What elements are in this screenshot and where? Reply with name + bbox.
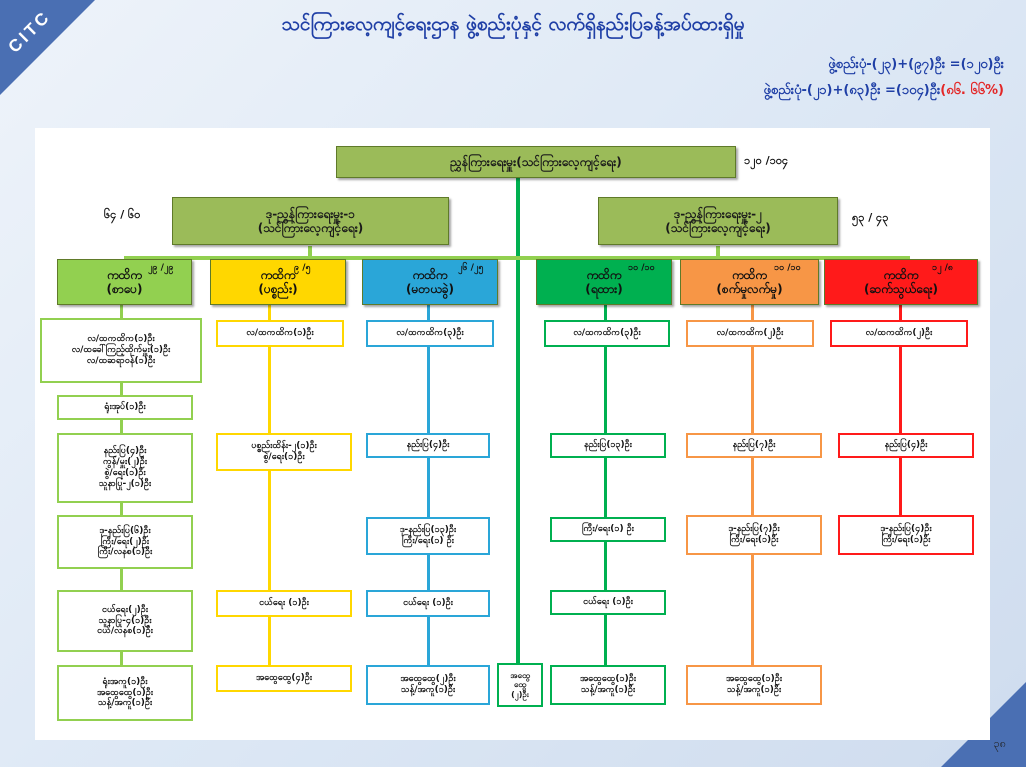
- lit-cell-2: ရုံးအုပ်(၁)ဦး: [57, 395, 193, 420]
- train-cell-2: နည်းပြ(၁၃)ဦး: [550, 433, 666, 458]
- lit-cell-4: ဒု-နည်းပြ(၆)ဦး ကြီး/ရေး(၂)ဦး ကြီး/လနစ(၁)…: [57, 515, 193, 569]
- dept-count-materials: ၉ /၅: [294, 263, 311, 273]
- stat-line-2-text: ဖွဲ့စည်းပုံ-(၂၁)+(၈၃)ဦး =(၁၀၄)ဦး: [763, 83, 941, 98]
- lit-cell-5: ငယ်ရေး(၂)ဦး သူနာပြု-၄(၁)ဦး ငယ်/လနစ(၁)ဦး: [57, 590, 193, 652]
- sub-cell-2: နည်းပြ(၄)ဦး: [366, 433, 490, 458]
- ind-cell-2: နည်းပြ(၇)ဦး: [686, 433, 822, 458]
- sub-cell-5: အထွေထွေ(၂)ဦး သန့်/အကူ(၁)ဦး: [366, 665, 490, 705]
- stat-line-1: ဖွဲ့စည်းပုံ-(၂၃)+(၉၇)ဦး =(၁၂၀)ဦး: [828, 57, 1004, 72]
- deputy1-drop: [308, 246, 312, 258]
- train-cell-5: အထွေထွေ(၁)ဦး သန့်/အကူ(၁)ဦး: [550, 665, 666, 705]
- deputy2-drop: [716, 246, 720, 258]
- train-cell-1: လ/ထကထိက(၃)ဦး: [544, 320, 670, 347]
- lit-cell-6: ရုံးအကူ(၁)ဦး အထွေထွေ(၁)ဦး သန့်/အကူ(၁)ဦး: [57, 665, 193, 721]
- center-connector: [516, 178, 520, 665]
- mat-cell-4: အထွေထွေ(၄)ဦး: [216, 665, 352, 692]
- mat-cell-3: ငယ်ရေး (၁)ဦး: [216, 590, 352, 617]
- dept-bus: [124, 256, 910, 260]
- ind-cell-4: အထွေထွေ(၁)ဦး သန့်/အကူ(၁)ဦး: [686, 665, 822, 705]
- sub-cell-4: ငယ်ရေး (၁)ဦး: [366, 590, 490, 617]
- mat-cell-2: ပစ္စည်းထိန်း-၂(၁)ဦး စွဲ/ရေး(၁)ဦး: [216, 433, 352, 471]
- ind-cell-1: လ/ထကထိက(၂)ဦး: [686, 320, 814, 347]
- lit-cell-1: လ/ထကထိက(၁)ဦး လ/ထခေါ်ကြည့်ထိုက်မှူး(၁)ဦး …: [40, 318, 202, 383]
- comm-cell-2: နည်းပြ(၄)ဦး: [838, 433, 974, 458]
- train-cell-4: ငယ်ရေး (၁)ဦး: [550, 590, 666, 615]
- center-cell: အထွေ ထွေ (၂)ဦး: [497, 663, 543, 707]
- deputy-director-1: ဒု-ညွှန်ကြားရေးမှူး-၁ (သင်ကြားလေ့ကျင့်ရေ…: [172, 197, 449, 245]
- dept-count-industry: ၁၀ /၁၀: [774, 263, 801, 273]
- dept3-trunk: [427, 304, 430, 689]
- dept6-trunk: [899, 304, 902, 544]
- comm-cell-3: ဒု-နည်းပြ(၄)ဦး ကြီး/ရေး(၁)ဦး: [838, 515, 974, 555]
- page-title: သင်ကြားလေ့ကျင့်ရေးဌာန ဖွဲ့စည်းပုံနှင့် လ…: [281, 13, 745, 35]
- stat-percent: (၈၆. ၆၆%): [940, 83, 1004, 98]
- dept-header-materials: ကထိက (ပစ္စည်း): [210, 259, 346, 305]
- deputy-director-2: ဒု-ညွှန်ကြားရေးမှူး-၂ (သင်ကြားလေ့ကျင့်ရေ…: [598, 197, 838, 245]
- train-cell-3: ကြီး/ရေး(၁) ဦး: [550, 517, 666, 542]
- stat-line-2: ဖွဲ့စည်းပုံ-(၂၁)+(၈၃)ဦး =(၁၀၄)ဦး(၈၆. ၆၆%…: [763, 82, 1004, 101]
- lit-cell-3: နည်းပြ(၄)ဦး ကွန်/မှူး(၂)ဦး စွဲ/ရေး(၁)ဦး …: [57, 433, 193, 503]
- page-number: ၃၈: [993, 737, 1006, 750]
- dept4-trunk: [604, 304, 607, 689]
- logo-corner: [0, 0, 95, 95]
- dept-header-train: ကထိက (ရထား): [536, 259, 672, 305]
- sub-cell-1: လ/ထကထိက(၃)ဦး: [366, 320, 494, 347]
- dept-count-sub: ၂၆ /၂၅: [458, 263, 484, 273]
- dept5-trunk: [751, 304, 754, 689]
- dept-header-literature: ကထိက (စာပေ): [57, 259, 192, 305]
- deputy-1-count: ၆၄ / ၆၀: [104, 208, 141, 221]
- deputy-2-count: ၅၃ / ၄၃: [852, 211, 889, 224]
- dept2-trunk: [268, 304, 271, 689]
- mat-cell-1: လ/ထကထိက(၁)ဦး: [216, 320, 344, 347]
- dept-count-literature: ၂၉ /၂၉: [148, 263, 174, 273]
- dept-header-sub: ကထိက (မတယခွဲ): [362, 259, 498, 305]
- dept-count-comm: ၁၂ /၈: [932, 263, 954, 273]
- comm-cell-1: လ/ထကထိက(၂)ဦး: [830, 320, 968, 347]
- dept-header-comm: ကထိက (ဆက်သွယ်ရေး): [824, 259, 978, 305]
- ind-cell-3: ဒု-နည်းပြ(၇)ဦး ကြီး/ရေး(၁)ဦး: [686, 515, 822, 555]
- director-box: ညွှန်ကြားရေးမှူး(သင်ကြားလေ့ကျင့်ရေး): [336, 146, 736, 178]
- sub-cell-3: ဒု-နည်းပြ(၁၃)ဦး ကြီး/ရေး(၁) ဦး: [366, 517, 490, 555]
- director-count: ၁၂၀ /၁၀၄: [744, 154, 789, 167]
- dept-header-industry: ကထိက (စက်မှုလက်မှု): [680, 259, 819, 305]
- dept-count-train: ၁၀ /၁၀: [628, 263, 655, 273]
